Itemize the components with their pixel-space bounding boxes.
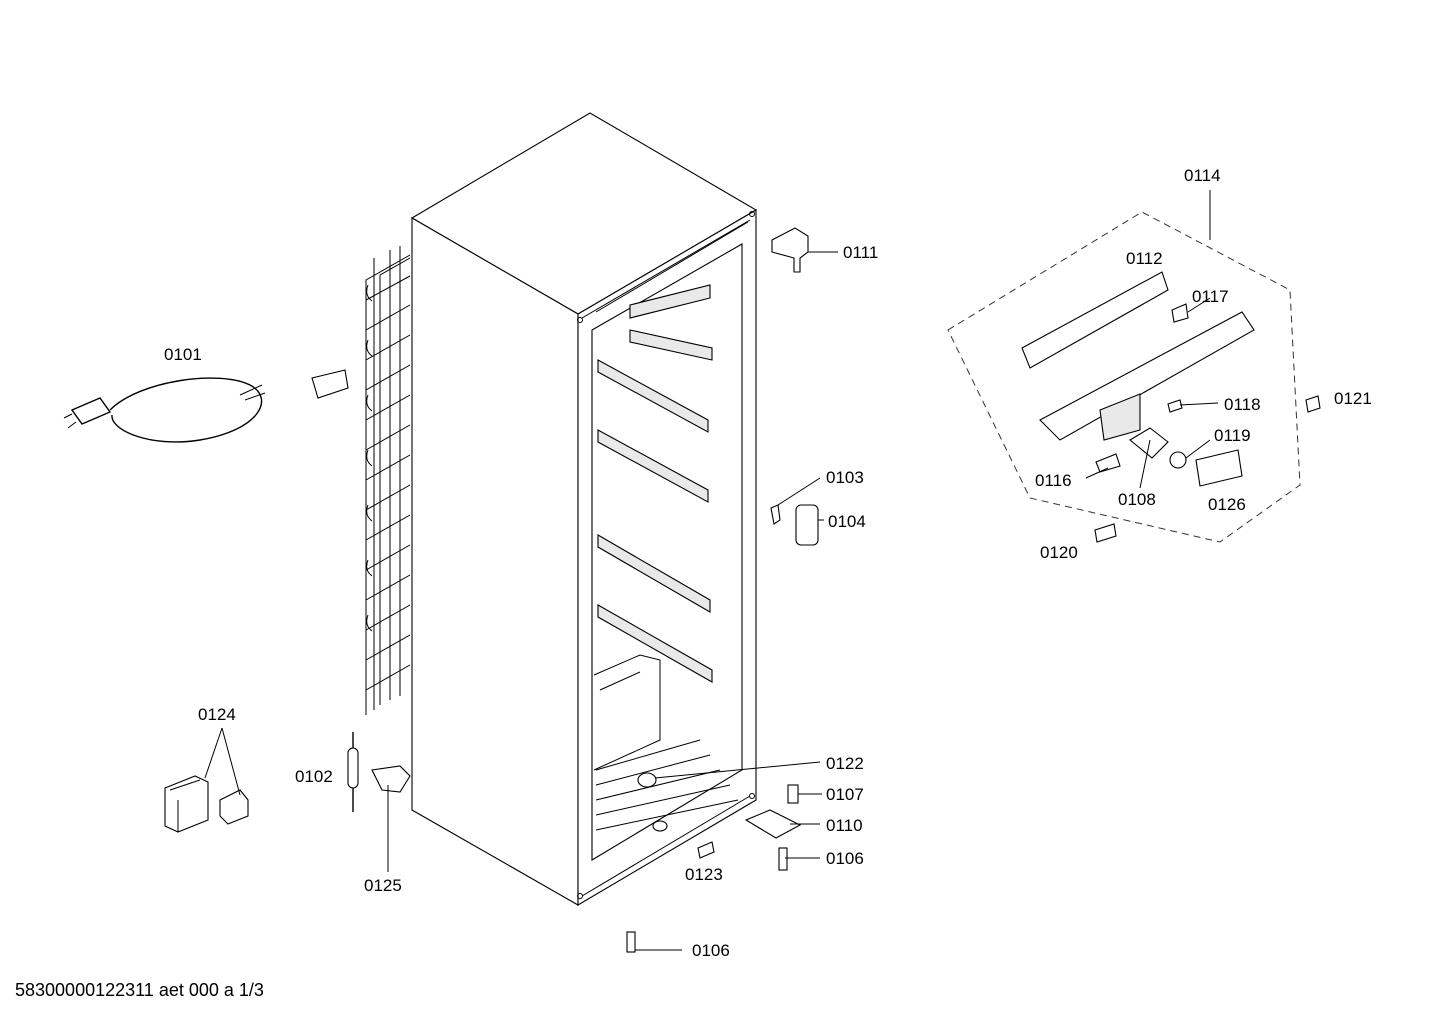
label-0126: 0126 [1208, 495, 1246, 514]
part-0104 [795, 504, 819, 546]
relay-box [164, 775, 249, 833]
label-0123: 0123 [685, 865, 723, 884]
label-0103: 0103 [826, 468, 864, 487]
filter-drier [347, 732, 359, 812]
label-0119: 0119 [1214, 426, 1251, 445]
label-0102: 0102 [295, 767, 333, 786]
leader-lines [204, 190, 1219, 951]
control-panel-assembly [947, 211, 1321, 543]
document-reference: 58300000122311 aet 000 a 1/3 [15, 980, 264, 1000]
label-0104: 0104 [828, 512, 866, 531]
part-0103 [770, 504, 781, 525]
label-0107: 0107 [826, 785, 864, 804]
label-0118: 0118 [1224, 395, 1261, 414]
label-0106-lower: 0106 [692, 941, 730, 960]
foot-0106-lower [626, 931, 636, 953]
top-hinge [771, 227, 809, 273]
label-0117: 0117 [1192, 287, 1229, 306]
part-labels: 0101 0102 0103 0104 0106 0106 0107 0108 … [164, 166, 1372, 960]
label-0101: 0101 [164, 345, 202, 364]
label-0125: 0125 [364, 876, 402, 895]
foot-0106-upper [778, 847, 788, 871]
condenser-coil [365, 246, 411, 715]
label-0120: 0120 [1040, 543, 1078, 562]
label-0110: 0110 [826, 816, 863, 835]
power-cord [63, 377, 266, 443]
cabinet [410, 112, 758, 906]
bracket-0125 [371, 765, 411, 793]
foot-0107 [787, 784, 799, 804]
label-0108: 0108 [1118, 490, 1156, 509]
label-0112: 0112 [1126, 249, 1163, 268]
label-0124: 0124 [198, 705, 236, 724]
label-0111: 0111 [843, 243, 878, 262]
label-0116: 0116 [1035, 471, 1072, 490]
label-0122: 0122 [826, 754, 864, 773]
bottom-hinge [744, 809, 802, 839]
label-0121: 0121 [1334, 389, 1372, 408]
label-0106-upper: 0106 [826, 849, 864, 868]
label-0114: 0114 [1184, 166, 1221, 185]
part-0123 [697, 841, 715, 859]
condenser-clip [311, 369, 349, 399]
